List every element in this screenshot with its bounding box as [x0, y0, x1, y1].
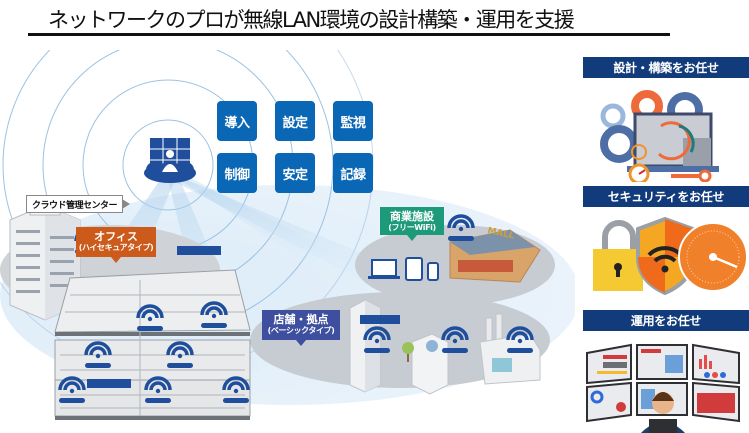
mall-site-subtitle: (フリーWiFi)	[388, 223, 436, 233]
wifi-icon	[144, 376, 172, 403]
function-tile-control: 制御	[217, 153, 257, 193]
office-site-badge: オフィス (ハイセキュアタイプ)	[76, 227, 156, 263]
factory-icon	[479, 313, 541, 385]
service-security-heading: セキュリティをお任せ	[583, 186, 749, 207]
store-site-badge: 店舗・拠点 (ベーシックタイプ)	[262, 310, 340, 346]
smartphone-icon	[427, 262, 439, 281]
office-site-title: オフィス	[94, 230, 138, 243]
page-title: ネットワークのプロが無線LAN環境の設計構築・運用を支援	[48, 8, 575, 32]
service-panel-security: セキュリティをお任せ	[583, 186, 749, 297]
wifi-icon	[166, 341, 194, 368]
router-icon	[87, 246, 400, 388]
function-tile-introduce: 導入	[217, 101, 257, 141]
function-tile-stable: 安定	[275, 153, 315, 193]
monitoring-operator-icon	[586, 343, 740, 433]
wifi-icon	[363, 326, 391, 353]
network-diagram: MALL クラウド管理センター 導入 設定 監視 制御 安定 記録	[0, 50, 575, 433]
office-site-subtitle: (ハイセキュアタイプ)	[78, 243, 154, 253]
tablet-icon	[405, 257, 423, 281]
service-operation-heading: 運用をお任せ	[583, 310, 749, 331]
tree-icon	[402, 342, 414, 362]
wifi-icon	[222, 376, 250, 403]
wifi-icon	[58, 376, 86, 403]
function-tile-monitor: 監視	[333, 101, 373, 141]
floor-plan-icon	[54, 269, 251, 420]
cloud-operator-icon	[144, 138, 196, 183]
wifi-icon	[84, 341, 112, 368]
mall-site-badge: 商業施設 (フリーWiFi)	[380, 207, 444, 241]
store-site-title: 店舗・拠点	[273, 313, 329, 326]
laptop-icon	[368, 259, 400, 279]
diagram-background: MALL	[0, 50, 575, 420]
wifi-icon	[200, 301, 228, 328]
function-tile-record: 記録	[333, 153, 373, 193]
title-underline	[28, 33, 670, 36]
wifi-icon	[447, 214, 475, 241]
function-tile-configure: 設定	[275, 101, 315, 141]
wifi-icon	[506, 326, 534, 353]
wifi-icon	[136, 304, 164, 331]
lock-shield-gauge-icon	[593, 216, 748, 296]
gear-laptop-icon	[600, 90, 719, 182]
service-panel-design: 設計・構築をお任せ	[583, 57, 749, 182]
wifi-icon	[441, 326, 469, 353]
service-panel-operation: 運用をお任せ	[583, 310, 749, 433]
cloud-center-label: クラウド管理センター	[26, 195, 131, 213]
mall-site-title: 商業施設	[390, 210, 434, 223]
store-site-subtitle: (ベーシックタイプ)	[267, 326, 335, 336]
service-design-heading: 設計・構築をお任せ	[583, 57, 749, 78]
mall-icon: MALL	[449, 226, 541, 283]
